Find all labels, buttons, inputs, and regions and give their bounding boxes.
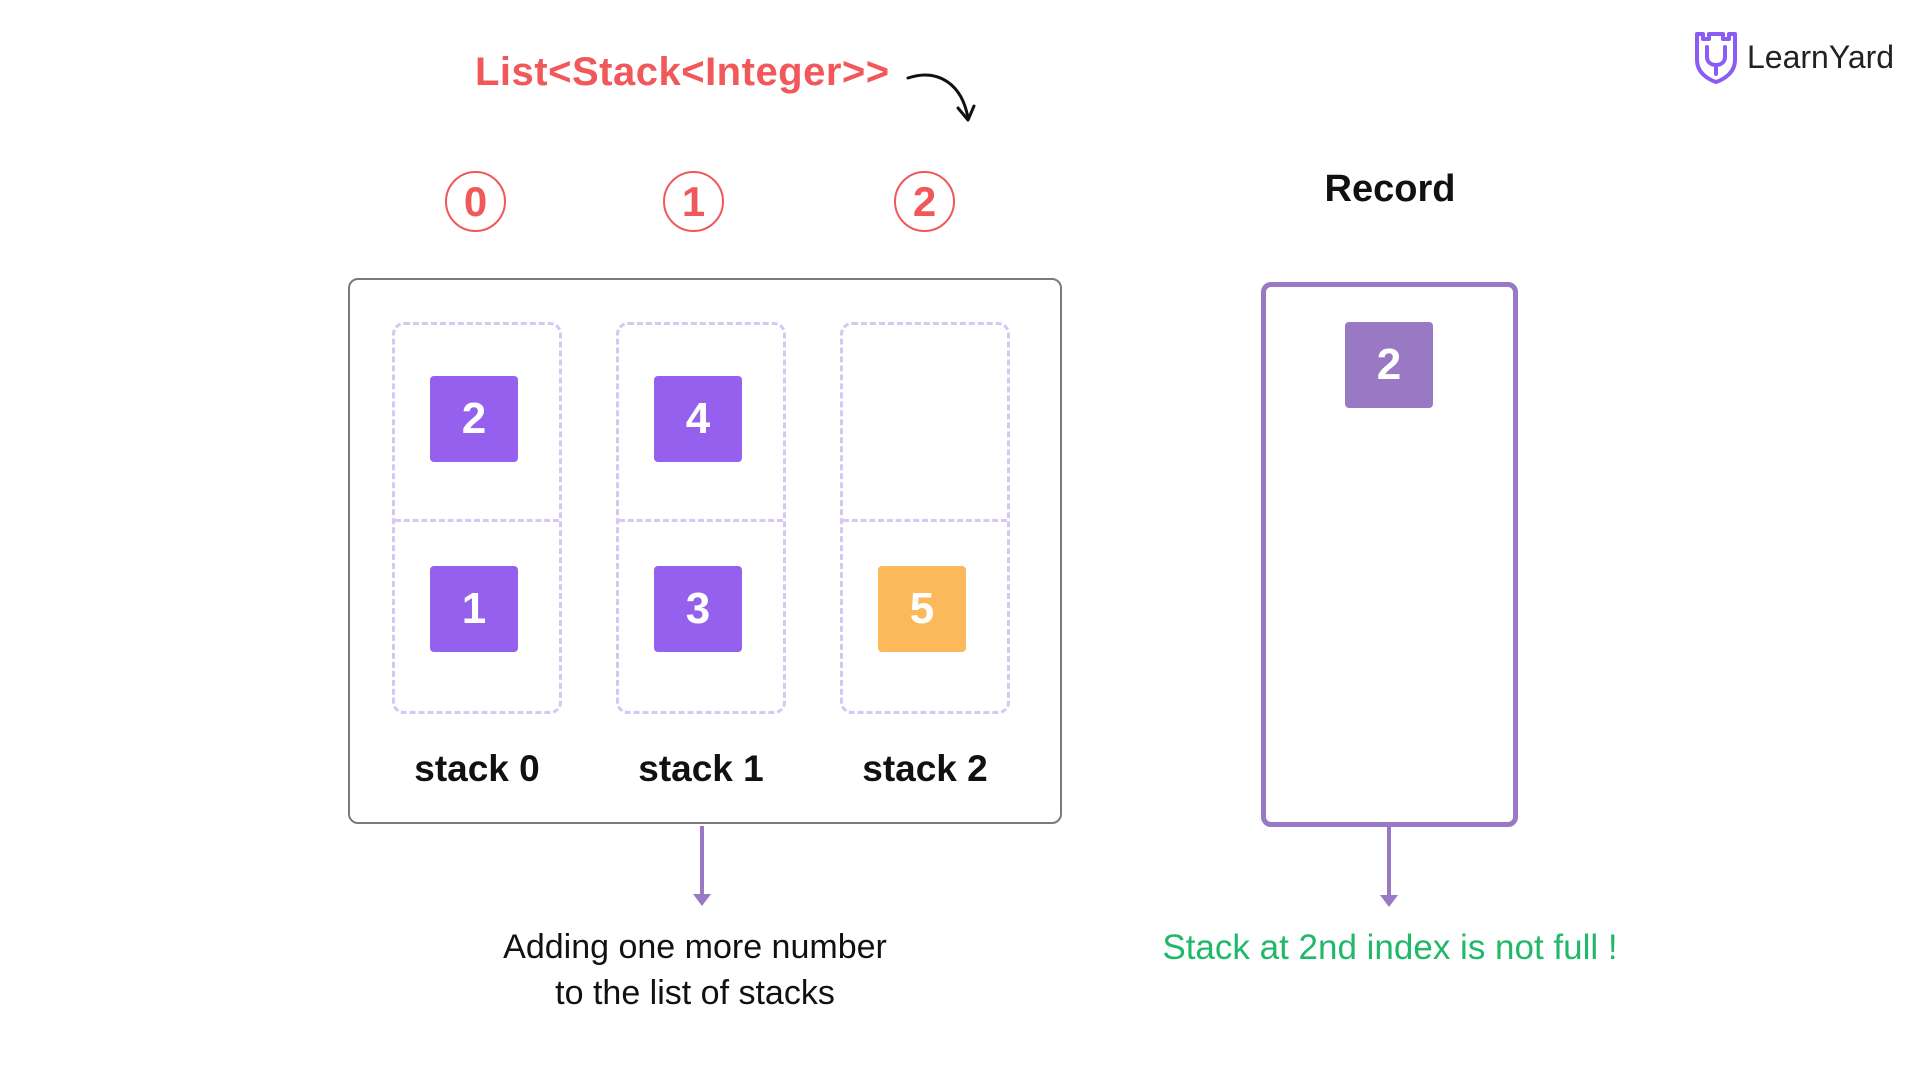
index-circle-1: 1 xyxy=(663,171,724,232)
list-caption-line1: Adding one more number xyxy=(503,928,887,966)
index-circle-2: 2 xyxy=(894,171,955,232)
stack-frame-1 xyxy=(616,322,786,714)
list-caption-line2: to the list of stacks xyxy=(555,974,835,1012)
record-title: Record xyxy=(1324,168,1456,210)
stack-frame-2 xyxy=(840,322,1010,714)
stack-0-bottom-value: 1 xyxy=(430,566,518,652)
stack-divider-1 xyxy=(619,519,783,522)
stack-1-bottom-value: 3 xyxy=(654,566,742,652)
stack-0-top-value: 2 xyxy=(430,376,518,462)
stack-frame-0 xyxy=(392,322,562,714)
stack-divider-0 xyxy=(395,519,559,522)
index-circle-0: 0 xyxy=(445,171,506,232)
curved-arrow-icon xyxy=(906,73,976,122)
list-caption: Adding one more number to the list of st… xyxy=(420,924,970,1016)
down-arrow-list-icon xyxy=(693,826,711,906)
type-label: List<Stack<Integer>> xyxy=(475,50,890,94)
stack-label-0: stack 0 xyxy=(414,748,540,789)
stack-1-top-value: 4 xyxy=(654,376,742,462)
stack-2-bottom-value: 5 xyxy=(878,566,966,652)
logo-text: LearnYard xyxy=(1747,38,1895,75)
stack-label-1: stack 1 xyxy=(638,748,764,789)
list-of-stacks-container xyxy=(348,278,1062,824)
down-arrow-record-icon xyxy=(1380,827,1398,907)
shield-y-icon xyxy=(1695,32,1737,84)
logo: LearnYard xyxy=(1693,30,1894,84)
stack-label-2: stack 2 xyxy=(862,748,988,789)
record-caption: Stack at 2nd index is not full ! xyxy=(1162,928,1618,967)
stack-divider-2 xyxy=(843,519,1007,522)
record-value: 2 xyxy=(1345,322,1433,408)
record-container xyxy=(1261,282,1518,827)
